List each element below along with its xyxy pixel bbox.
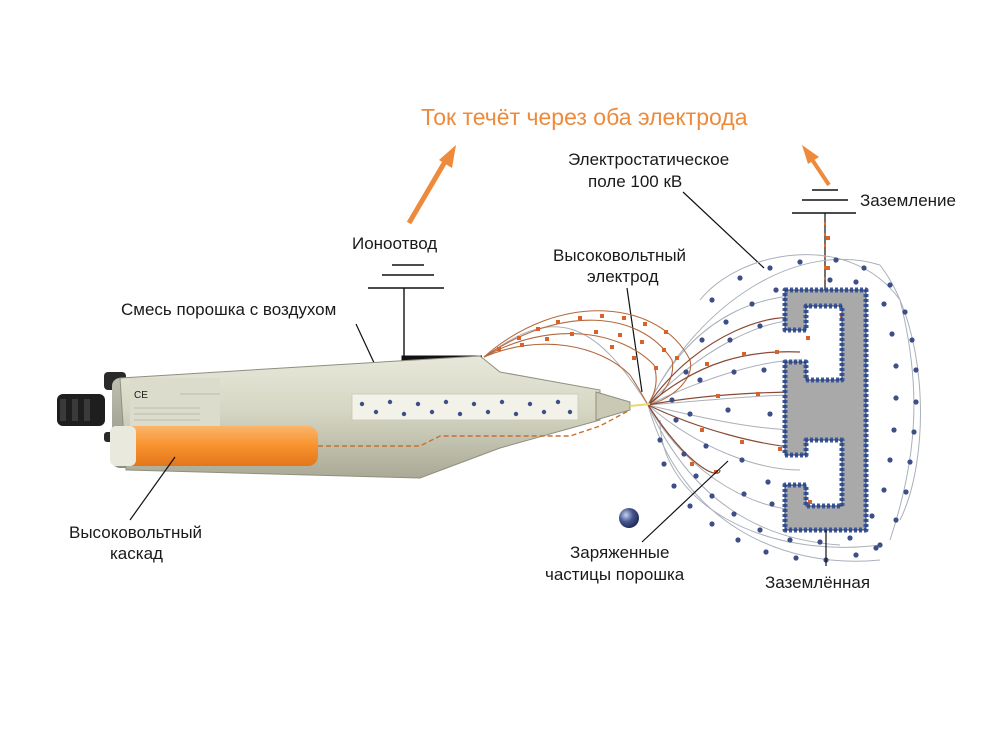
up-arrow-icon <box>406 145 456 225</box>
powder-particles <box>657 257 919 563</box>
grounded-part-label: Заземлённая <box>765 573 870 592</box>
ground-symbol-icon <box>368 264 444 358</box>
up-arrow-icon <box>802 145 831 187</box>
hv-cascade-label-line1: Высоковольтный <box>69 523 202 542</box>
hv-cascade <box>118 426 318 466</box>
gun-label-plate <box>130 378 220 430</box>
ground-symbol-icon <box>792 189 856 290</box>
diagram-title: Ток течёт через оба электрода <box>421 104 748 130</box>
hv-wire <box>318 409 631 447</box>
powder-air-mix-window <box>351 393 579 421</box>
electrostatic-field-label-line1: Электростатическое <box>568 150 729 169</box>
gun-nozzle <box>595 391 631 421</box>
hv-electrode-pointer <box>626 287 643 393</box>
ion-collector-label: Ионоотвод <box>352 234 437 253</box>
charged-particles-label-line1: Заряженные <box>570 543 669 562</box>
powder-air-mix-label: Смесь порошка с воздухом <box>121 300 336 319</box>
grounding-label: Заземление <box>860 191 956 210</box>
field-lines <box>487 254 921 562</box>
gun-rear-connector <box>57 394 105 426</box>
ce-mark-icon: CE <box>134 390 148 401</box>
hv-electrode-tip <box>629 403 651 407</box>
hv-cascade-label-line2: каскад <box>110 544 163 563</box>
charged-particles-label-line2: частицы порошка <box>545 565 685 584</box>
hv-electrode-label-line2: электрод <box>587 267 659 286</box>
particle-icon <box>619 508 639 528</box>
electrostatic-field-label-line2: поле 100 кВ <box>588 172 682 191</box>
grounded-part <box>782 287 869 533</box>
hv-electrode-label-line1: Высоковольтный <box>553 246 686 265</box>
powder-window-particles <box>359 399 573 417</box>
field-pointer <box>682 191 765 269</box>
charged-particles-pointer <box>641 460 729 543</box>
hv-cascade-pointer <box>129 456 176 521</box>
powder-gun: CE <box>57 355 651 479</box>
